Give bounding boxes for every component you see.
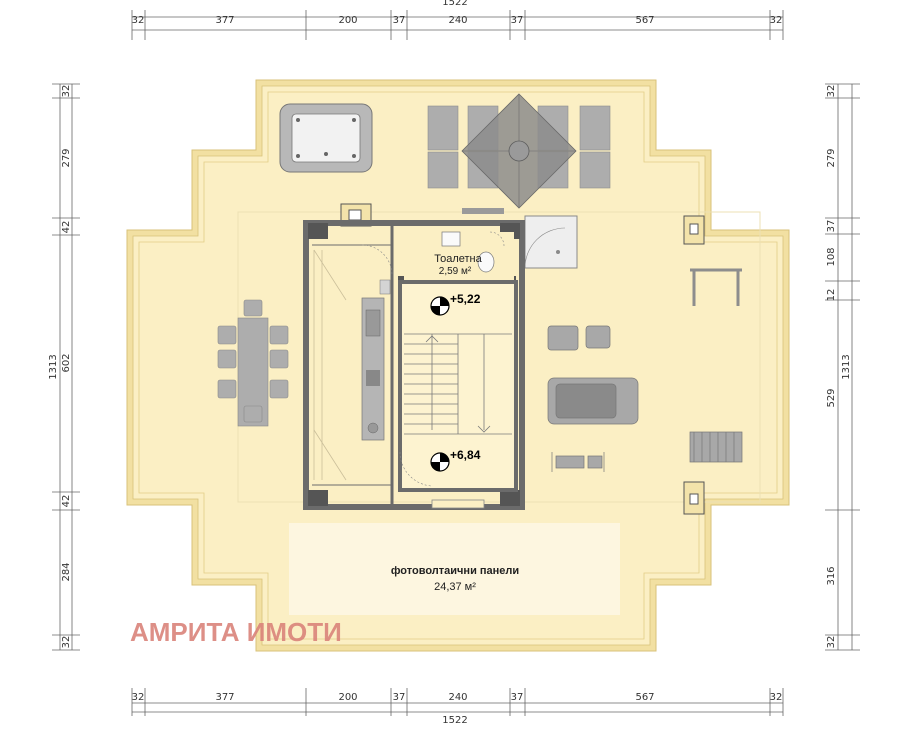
- dim-right-seg: 529: [826, 388, 837, 407]
- dimension-bottom: [131, 688, 784, 716]
- dim-top-seg: 37: [393, 15, 406, 26]
- level-marker-lower: [430, 452, 450, 472]
- gym-equipment: [547, 325, 639, 472]
- dim-bottom-seg: 567: [635, 692, 654, 703]
- dim-top-seg: 567: [635, 15, 654, 26]
- umbrella: [461, 93, 577, 209]
- dim-left-total: 1313: [48, 354, 59, 379]
- entry-door: [431, 499, 485, 509]
- dim-right-seg: 32: [826, 636, 837, 649]
- dim-bottom-total: 1522: [442, 715, 467, 726]
- dim-left-seg: 602: [61, 353, 72, 372]
- dim-bottom-seg: 32: [770, 692, 783, 703]
- dim-right-seg: 108: [826, 247, 837, 266]
- jacuzzi: [279, 103, 373, 173]
- shower: [524, 215, 578, 269]
- dim-left-seg: 279: [61, 148, 72, 167]
- watermark: АМРИТА ИМОТИ: [130, 617, 342, 647]
- solar-panel-label: фотоволтаични панели: [391, 565, 519, 577]
- toilet-area: 2,59 м²: [439, 266, 472, 277]
- dim-top-total: 1522: [442, 0, 467, 8]
- roof-parapet-line: [138, 91, 778, 640]
- level-lower-label: +6,84: [450, 448, 481, 462]
- dimension-right: [825, 83, 860, 651]
- dim-left-seg: 32: [61, 636, 72, 649]
- dim-top-seg: 240: [448, 15, 467, 26]
- toilet-label: Тоалетна: [434, 253, 482, 265]
- side-table: [462, 208, 504, 214]
- dim-bottom-seg: 240: [448, 692, 467, 703]
- dim-left-seg: 42: [61, 221, 72, 234]
- level-marker-upper: [430, 296, 450, 316]
- dim-bottom-seg: 37: [393, 692, 406, 703]
- kitchen-counter: [361, 279, 391, 441]
- workout-bench: [689, 431, 743, 463]
- pull-up-bar: [690, 268, 742, 306]
- dim-bottom-seg: 37: [511, 692, 524, 703]
- glass-partitions: [313, 249, 347, 481]
- dim-bottom-seg: 200: [338, 692, 357, 703]
- dim-top-seg: 32: [132, 15, 145, 26]
- door-swings: [361, 231, 505, 487]
- dim-top-seg: 377: [215, 15, 234, 26]
- dim-top-seg: 200: [338, 15, 357, 26]
- dim-right-seg: 37: [826, 220, 837, 233]
- dim-left-seg: 32: [61, 85, 72, 98]
- dim-bottom-seg: 32: [132, 692, 145, 703]
- dim-bottom-seg: 377: [215, 692, 234, 703]
- dim-right-seg: 12: [826, 289, 837, 302]
- dim-top-seg: 32: [770, 15, 783, 26]
- dim-right-total: 1313: [841, 354, 852, 379]
- dim-right-seg: 279: [826, 148, 837, 167]
- solar-panel-area: [289, 523, 620, 615]
- dim-right-seg: 316: [826, 566, 837, 585]
- dimension-top: [131, 10, 784, 40]
- dining-set: [217, 299, 289, 427]
- dimension-left: [52, 83, 80, 651]
- dim-right-seg: 32: [826, 85, 837, 98]
- toilet-fixtures: [441, 231, 495, 273]
- solar-panel-area-value: 24,37 м²: [434, 581, 476, 593]
- level-upper-label: +5,22: [450, 292, 481, 306]
- staircase: [404, 333, 512, 435]
- dim-left-seg: 42: [61, 495, 72, 508]
- dim-left-seg: 284: [61, 562, 72, 581]
- dim-top-seg: 37: [511, 15, 524, 26]
